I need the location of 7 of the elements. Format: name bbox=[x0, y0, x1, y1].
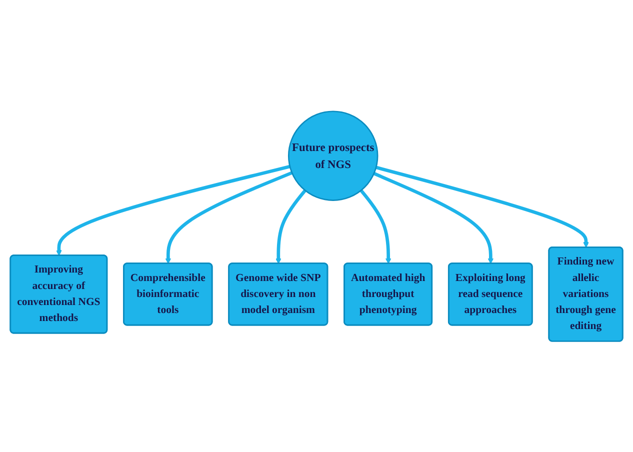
arrow bbox=[376, 166, 589, 248]
arrow bbox=[360, 189, 392, 264]
node-circle: Future prospects of NGS bbox=[288, 110, 378, 201]
arrow bbox=[373, 172, 494, 264]
arrow bbox=[276, 189, 306, 264]
arrow bbox=[56, 164, 290, 256]
arrow bbox=[165, 170, 293, 264]
